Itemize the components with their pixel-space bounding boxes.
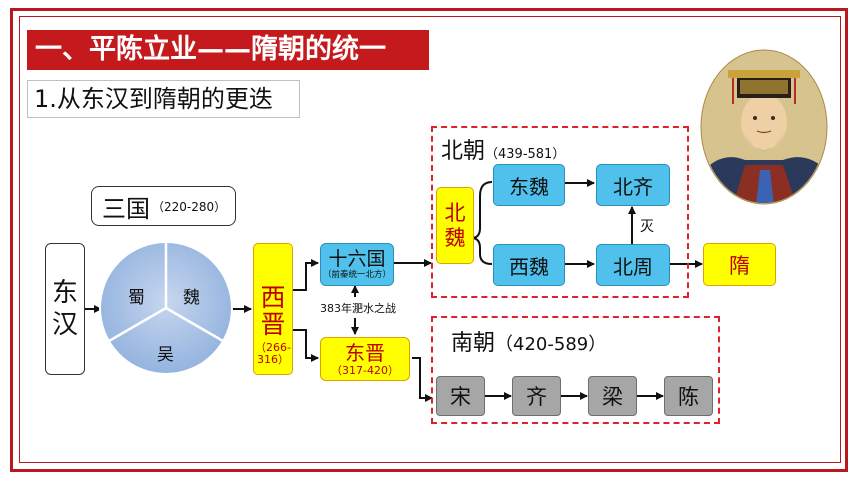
- donghan-box: 东汉: [45, 243, 85, 375]
- shu-label: 蜀: [128, 288, 145, 308]
- shiliuguo-box: 十六国 （前秦统一北方）: [320, 243, 394, 286]
- nanchao-years: （420-589）: [495, 334, 607, 355]
- arrow-dongjin-nanchao: [412, 357, 433, 402]
- shiliuguo-label: 十六国: [328, 247, 386, 270]
- sanguo-years: （220-280）: [152, 199, 227, 214]
- xijin-years: （266-316）: [255, 341, 291, 366]
- wu-label: 吴: [157, 345, 174, 365]
- sui-box: 隋: [703, 243, 776, 286]
- arrow-xijin-shiliuguo: [293, 259, 319, 291]
- dongwei-label: 东魏: [509, 174, 549, 199]
- beichao-region: [431, 126, 689, 298]
- qi-label: 齐: [526, 385, 547, 409]
- dongjin-box: 东晋 （317-420）: [320, 337, 410, 381]
- beiwei-label: 北魏: [444, 200, 466, 250]
- xiwei-label: 西魏: [509, 254, 549, 279]
- beizhou-box: 北周: [596, 244, 670, 286]
- xijin-label: 西晋: [260, 283, 286, 339]
- sanguo-label: 三国: [102, 194, 150, 223]
- section-subtitle: 1.从东汉到隋朝的更迭: [27, 80, 300, 118]
- beiqi-label: 北齐: [613, 174, 653, 199]
- dongjin-years: （317-420）: [331, 363, 399, 377]
- beiqi-box: 北齐: [596, 164, 670, 206]
- chen-box: 陈: [664, 376, 713, 416]
- song-box: 宋: [436, 376, 485, 416]
- sanguo-label-box: 三国 （220-280）: [91, 186, 236, 226]
- battle-label: 383年淝水之战: [320, 302, 396, 315]
- beichao-heading: 北朝（439-581）: [441, 133, 565, 165]
- inner-frame: [19, 16, 841, 463]
- wei-label: 魏: [183, 288, 200, 308]
- xijin-box: 西晋 （266-316）: [253, 243, 293, 375]
- dongwei-box: 东魏: [493, 164, 565, 206]
- arrow-xijin-dongjin: [293, 329, 319, 362]
- page-title: 一、平陈立业——隋朝的统一: [27, 30, 429, 70]
- dongjin-label: 东晋: [345, 340, 385, 365]
- xiwei-box: 西魏: [493, 244, 565, 286]
- qi-box: 齐: [512, 376, 561, 416]
- sui-label: 隋: [729, 253, 750, 278]
- shiliuguo-note: （前秦统一北方）: [322, 269, 391, 280]
- nanchao-region: [431, 316, 720, 424]
- chen-label: 陈: [678, 385, 699, 409]
- beiwei-box: 北魏: [436, 187, 474, 264]
- mie-label: 灭: [640, 219, 654, 235]
- beichao-years: （439-581）: [485, 147, 566, 162]
- beichao-label: 北朝: [441, 139, 486, 164]
- outer-frame: [10, 8, 848, 472]
- song-label: 宋: [450, 385, 471, 409]
- donghan-label: 东汉: [51, 278, 78, 340]
- nanchao-heading: 南朝（420-589）: [451, 325, 606, 357]
- liang-label: 梁: [602, 385, 623, 409]
- beizhou-label: 北周: [613, 254, 653, 279]
- liang-box: 梁: [588, 376, 637, 416]
- nanchao-label: 南朝: [451, 331, 496, 356]
